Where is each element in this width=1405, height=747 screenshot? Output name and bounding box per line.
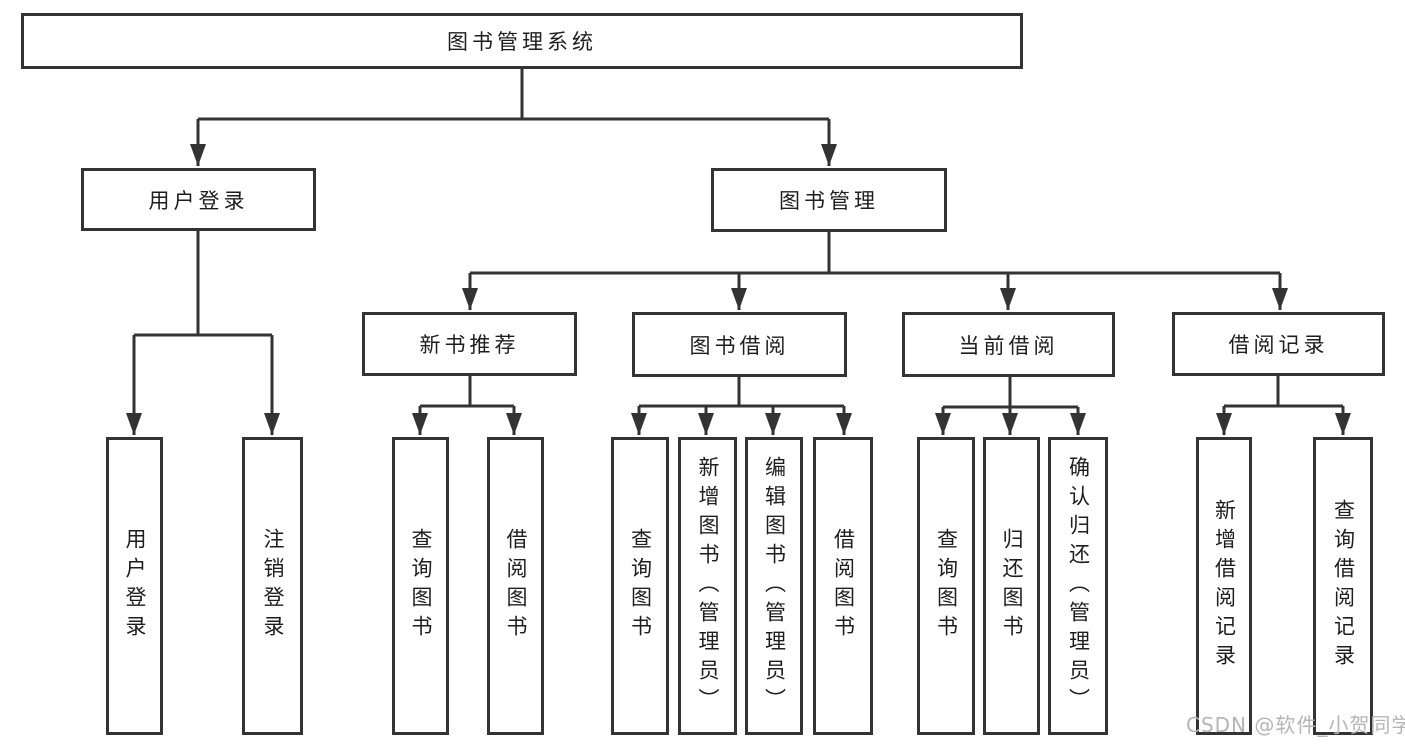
leaf-add-books-admin: 新增图书（管理员） — [678, 437, 737, 735]
leaf-recommend-query-books-label: 查询图书 — [409, 528, 433, 644]
leaf-user-login: 用户登录 — [106, 437, 163, 735]
node-book-borrow: 图书借阅 — [632, 312, 847, 377]
node-book-borrow-label: 图书借阅 — [689, 333, 790, 358]
connector-user-login-children — [126, 231, 280, 435]
leaf-user-login-label: 用户登录 — [123, 528, 147, 644]
leaf-edit-books-admin: 编辑图书（管理员） — [745, 437, 803, 735]
leaf-return-books-label: 归还图书 — [1000, 528, 1024, 644]
node-current-borrow-label: 当前借阅 — [958, 333, 1059, 358]
leaf-current-query-books-label: 查询图书 — [934, 528, 959, 644]
leaf-borrow-query-books-label: 查询图书 — [628, 528, 653, 644]
node-book-management-label: 图书管理 — [779, 189, 879, 213]
leaf-borrow-books-label: 借阅图书 — [831, 528, 856, 644]
leaf-add-books-admin-label: 新增图书（管理员） — [696, 455, 720, 717]
connector-current-borrow-children — [935, 377, 1086, 435]
leaf-borrow-query-books: 查询图书 — [611, 437, 669, 735]
connector-borrow-records-children — [1216, 376, 1351, 435]
node-root: 图书管理系统 — [21, 13, 1023, 69]
node-borrow-records: 借阅记录 — [1172, 312, 1385, 376]
node-current-borrow: 当前借阅 — [902, 312, 1115, 377]
leaf-logout-label: 注销登录 — [261, 528, 285, 644]
leaf-recommend-query-books: 查询图书 — [392, 437, 449, 735]
connector-book-borrow-children — [631, 377, 852, 435]
leaf-add-borrow-record: 新增借阅记录 — [1196, 437, 1252, 735]
connector-root-to-level2 — [190, 69, 837, 166]
leaf-query-borrow-record: 查询借阅记录 — [1313, 437, 1373, 735]
node-new-book-recommend-label: 新书推荐 — [419, 333, 520, 357]
leaf-recommend-borrow-books: 借阅图书 — [487, 437, 544, 735]
node-new-book-recommend: 新书推荐 — [362, 312, 577, 376]
leaf-edit-books-admin-label: 编辑图书（管理员） — [762, 455, 787, 717]
leaf-borrow-books: 借阅图书 — [813, 437, 873, 735]
leaf-return-books: 归还图书 — [983, 437, 1040, 735]
node-borrow-records-label: 借阅记录 — [1228, 333, 1329, 357]
node-user-login: 用户登录 — [81, 168, 316, 231]
watermark: CSDN @软件_小贺同学 — [1186, 713, 1405, 737]
leaf-current-query-books: 查询图书 — [917, 437, 975, 735]
connector-book-management-children — [462, 232, 1288, 310]
connector-new-book-recommend-children — [412, 376, 522, 435]
node-book-management: 图书管理 — [711, 168, 947, 232]
leaf-logout: 注销登录 — [242, 437, 303, 735]
leaf-query-borrow-record-label: 查询借阅记录 — [1331, 499, 1356, 673]
node-user-login-label: 用户登录 — [148, 188, 249, 213]
leaf-add-borrow-record-label: 新增借阅记录 — [1212, 499, 1237, 673]
leaf-confirm-return-admin-label: 确认归还（管理员） — [1066, 455, 1091, 717]
leaf-recommend-borrow-books-label: 借阅图书 — [504, 528, 528, 644]
node-root-label: 图书管理系统 — [447, 30, 597, 54]
leaf-confirm-return-admin: 确认归还（管理员） — [1048, 437, 1108, 735]
